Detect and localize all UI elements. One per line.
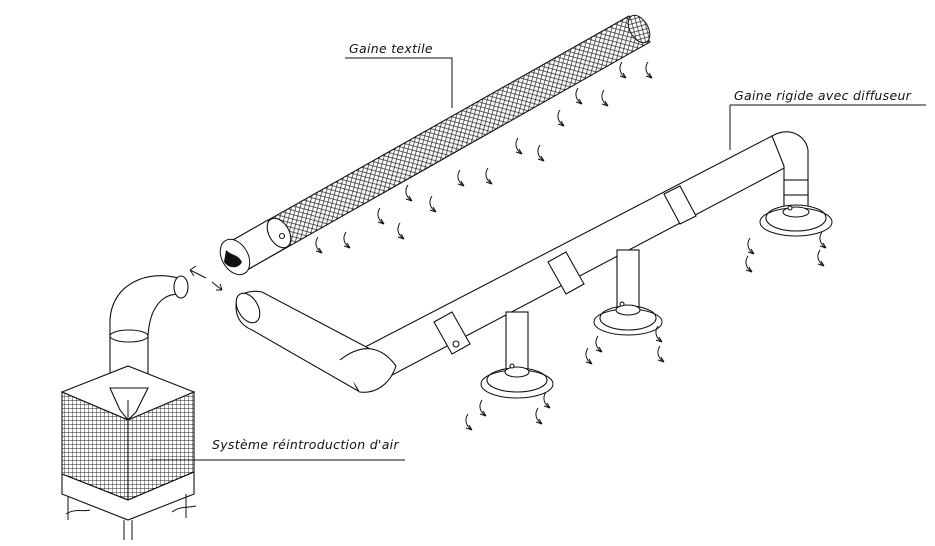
rigid-duct-label: Gaine rigide avec diffuseur xyxy=(734,88,912,103)
diffuser-icon xyxy=(759,194,833,237)
label-rigid-duct: Gaine rigide avec diffuseur xyxy=(729,88,926,150)
airflow-arrow-icon xyxy=(189,265,223,291)
textile-duct-label: Gaine textile xyxy=(349,41,433,56)
label-textile-duct: Gaine textile xyxy=(345,41,453,108)
diffuser-drops xyxy=(480,194,833,399)
diffuser-icon xyxy=(593,249,663,336)
cooler-unit-icon xyxy=(60,275,197,540)
textile-duct xyxy=(219,14,651,276)
diffuser-icon xyxy=(480,311,554,399)
air-system-label: Système réintroduction d'air xyxy=(212,437,399,452)
label-air-system: Système réintroduction d'air xyxy=(150,437,405,461)
